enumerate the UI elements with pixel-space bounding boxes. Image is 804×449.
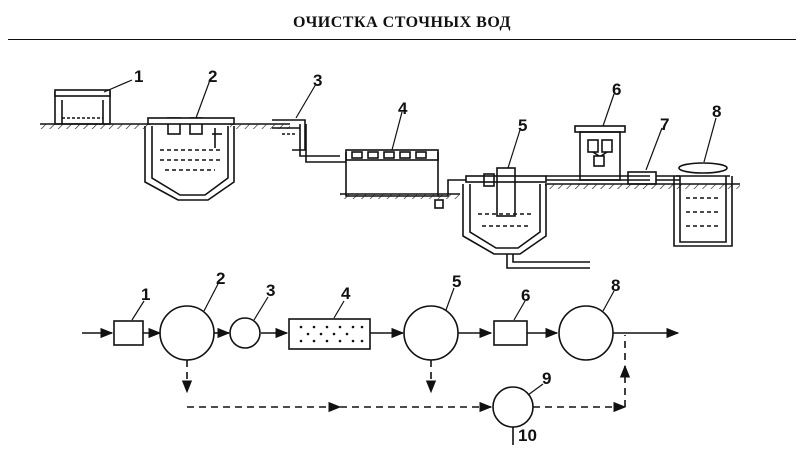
flow-schematic [82, 283, 680, 445]
sludge-lines [181, 335, 631, 413]
sand-trap [272, 119, 346, 163]
schematic-label-10: 10 [518, 426, 537, 445]
node-2-primary-clarifier [159, 305, 215, 361]
page-title: ОЧИСТКА СТОЧНЫХ ВОД [293, 14, 511, 31]
plant-illustration [40, 79, 740, 269]
node-3-sand-trap [229, 317, 261, 349]
disinfection-building [546, 125, 650, 181]
illustration-label-2: 2 [208, 67, 217, 86]
schematic-label-4: 4 [341, 284, 351, 303]
node-8-outlet-chamber [558, 305, 614, 361]
illustration-label-4: 4 [398, 99, 408, 118]
schematic-leader-lines [131, 283, 615, 396]
node-4-dots [299, 325, 364, 343]
receiving-tank [673, 162, 733, 247]
schematic-label-1: 1 [141, 285, 150, 304]
schematic-label-8: 8 [611, 276, 620, 295]
screen-chamber [54, 89, 111, 125]
schematic-label-5: 5 [452, 272, 461, 291]
node-6-disinfection [493, 320, 528, 346]
schematic-label-3: 3 [266, 281, 275, 300]
illustration-label-7: 7 [660, 115, 669, 134]
header-rule [8, 39, 796, 40]
schematic-label-9: 9 [542, 369, 551, 388]
node-1-screen [113, 320, 144, 346]
node-9-sludge-treatment [492, 386, 534, 428]
illustration-label-8: 8 [712, 102, 721, 121]
schematic-label-6: 6 [521, 286, 530, 305]
illustration-label-1: 1 [134, 67, 143, 86]
aeration-tank [345, 149, 470, 209]
node-4-biofilter [288, 318, 371, 350]
schematic-label-2: 2 [216, 269, 225, 288]
primary-settling-tank [144, 117, 235, 201]
illustration-label-5: 5 [518, 116, 527, 135]
secondary-settling-tank [462, 167, 590, 269]
illustration-label-6: 6 [612, 80, 621, 99]
contact-chamber [627, 171, 680, 185]
leader-lines [103, 79, 717, 171]
node-5-secondary-clarifier [403, 305, 459, 361]
illustration-label-3: 3 [313, 71, 322, 90]
